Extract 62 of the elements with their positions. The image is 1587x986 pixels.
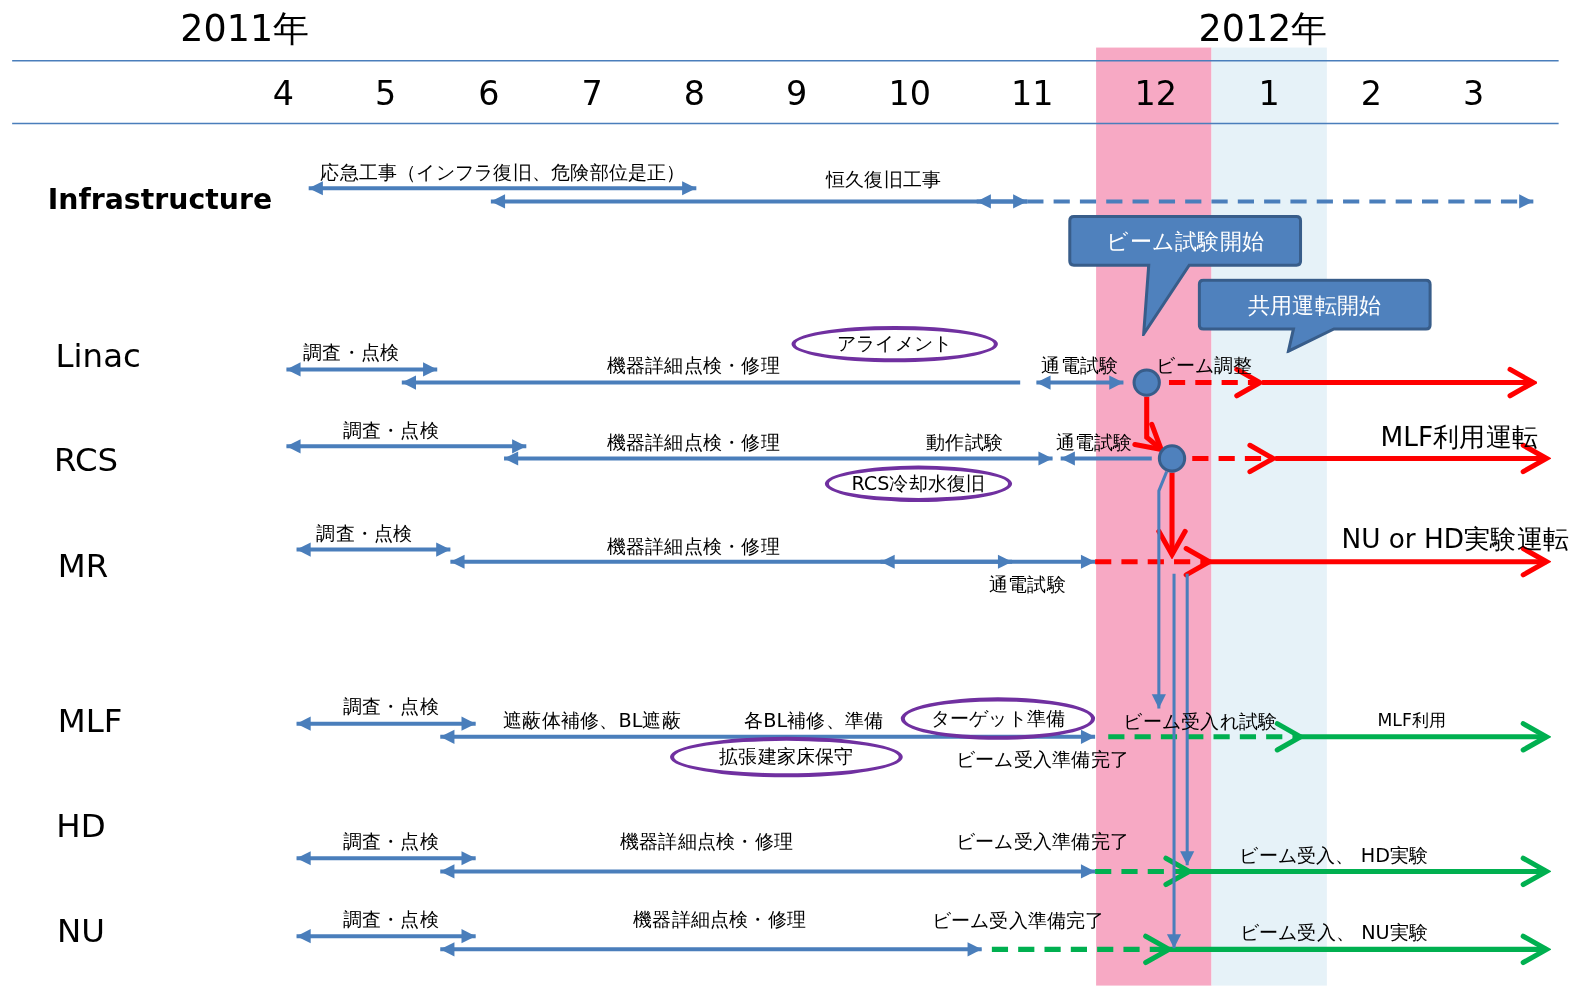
- month-label: 4: [272, 75, 294, 113]
- task-label: 通電試験: [1041, 354, 1119, 376]
- task-label: 機器詳細点検・修理: [619, 830, 793, 852]
- connector-arrow: [1132, 396, 1164, 452]
- month-label: 3: [1463, 75, 1485, 113]
- year-label: 2012年: [1198, 8, 1328, 49]
- task-label: ビーム受入準備完了: [931, 909, 1105, 931]
- task-label: 恒久復旧工事: [825, 168, 942, 190]
- row-label: HD: [56, 809, 106, 845]
- task-label: ビーム受入準備完了: [955, 748, 1129, 770]
- task-label: MLF利用: [1377, 711, 1447, 731]
- month-label: 9: [785, 75, 808, 113]
- ellipse-highlight: [824, 465, 1013, 502]
- row-label: MR: [57, 548, 109, 585]
- task-text: 拡張建家床保守: [719, 743, 854, 770]
- task-label: 調査・点検: [342, 695, 439, 717]
- ellipse-highlight: [670, 736, 903, 778]
- row-label: NU: [57, 913, 105, 949]
- row-label: MLF: [57, 703, 123, 740]
- connector-arrow: [1151, 471, 1169, 709]
- connector-arrow: [1156, 472, 1188, 558]
- month-label: 8: [683, 75, 705, 113]
- callout-text: 共用運転開始: [1247, 291, 1382, 320]
- phase-label: NU or HD実験運転: [1341, 525, 1570, 554]
- task-text: アライメント: [837, 330, 953, 357]
- month-label: 12: [1134, 75, 1178, 113]
- task-label: 通電試験: [1055, 431, 1133, 453]
- task-label: 調査・点検: [342, 419, 439, 441]
- task-text: RCS冷却水復旧: [851, 470, 986, 496]
- month-label: 1: [1258, 75, 1280, 113]
- year-label: 2011年: [180, 8, 310, 49]
- phase-label: MLF利用運転: [1380, 422, 1539, 452]
- month-label: 7: [581, 75, 603, 113]
- task-label: 遮蔽体補修、BL遮蔽: [503, 710, 681, 732]
- task-label: ビーム受入、 NU実験: [1239, 921, 1429, 943]
- row-label: Infrastructure: [47, 184, 273, 216]
- task-label: 調査・点検: [303, 341, 400, 363]
- callout-bubble: [1197, 278, 1433, 354]
- task-label: 通電試験: [988, 573, 1066, 595]
- task-text: ターゲット準備: [930, 705, 1066, 731]
- task-label: 調査・点検: [342, 908, 439, 930]
- task-label: 応急工事（インフラ復旧、危険部位是正）: [320, 161, 686, 183]
- month-label: 11: [1011, 75, 1054, 113]
- task-label: 機器詳細点検・修理: [633, 908, 807, 930]
- month-label: 5: [375, 75, 397, 113]
- ellipse-highlight: [791, 325, 998, 363]
- row-label: RCS: [54, 442, 119, 479]
- task-label: 機器詳細点検・修理: [606, 431, 780, 453]
- task-label: ビーム受入、 HD実験: [1239, 844, 1429, 866]
- month-label: 10: [888, 75, 932, 113]
- task-label: 機器詳細点検・修理: [606, 354, 780, 376]
- task-label: 機器詳細点検・修理: [606, 535, 780, 558]
- callout-text: ビーム試験開始: [1106, 227, 1265, 257]
- row-label: Linac: [55, 338, 141, 375]
- task-label: 調査・点検: [342, 830, 439, 852]
- task-label: ビーム受入準備完了: [955, 830, 1129, 852]
- task-label: 調査・点検: [316, 522, 413, 544]
- task-label: 各BL補修、準備: [744, 710, 884, 732]
- task-label: ビーム調整: [1156, 354, 1253, 376]
- month-label: 6: [478, 75, 500, 113]
- ellipse-highlight: [900, 697, 1096, 740]
- month-label: 2: [1360, 75, 1382, 113]
